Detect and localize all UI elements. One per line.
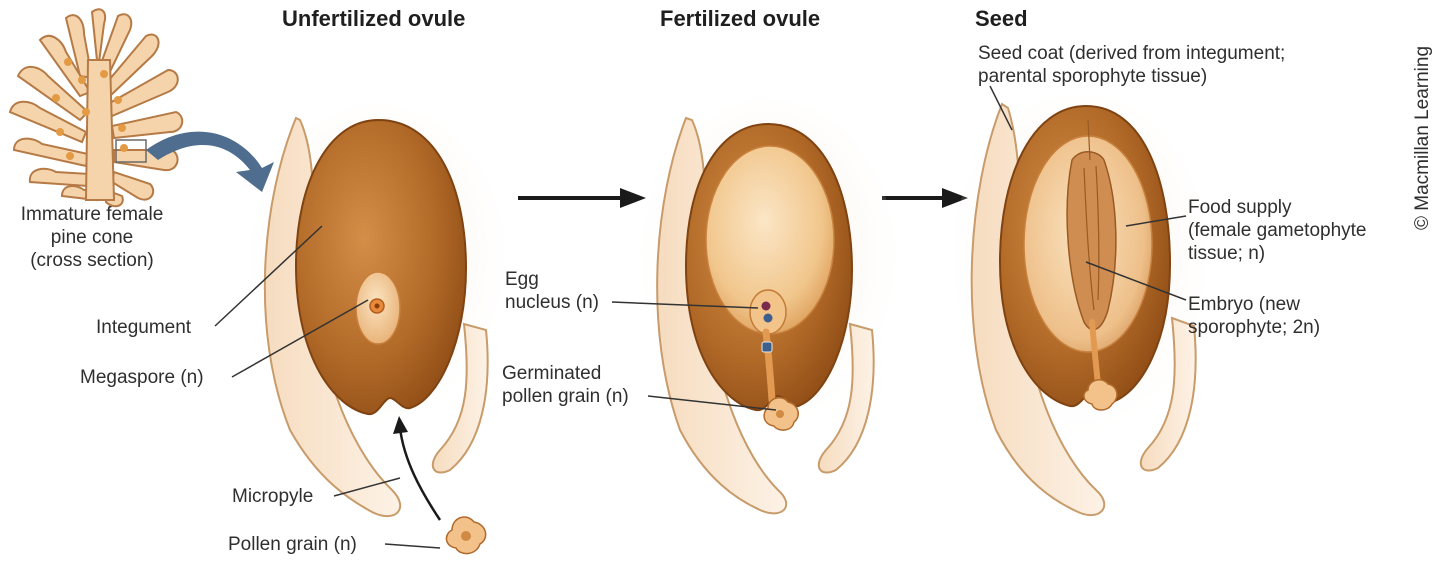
label-egg-line2: nucleus (n) bbox=[505, 292, 599, 313]
heading-unfertilized-ovule: Unfertilized ovule bbox=[282, 6, 466, 31]
label-embryo-line1: Embryo (new bbox=[1188, 294, 1300, 315]
label-germinated-line1: Germinated bbox=[502, 363, 602, 384]
pine-cone-cross-section bbox=[8, 8, 184, 208]
label-germinated-pollen: Germinated pollen grain (n) bbox=[502, 362, 629, 408]
label-seed-coat-line2: parental sporophyte tissue) bbox=[978, 66, 1208, 87]
label-pine-cone-line3: (cross section) bbox=[30, 250, 154, 271]
zoom-arrow bbox=[146, 131, 274, 192]
cone-scale-right bbox=[431, 322, 489, 474]
leader-lines bbox=[214, 85, 1187, 549]
label-pine-cone: Immature female pine cone (cross section… bbox=[4, 203, 180, 272]
label-germinated-line2: pollen grain (n) bbox=[502, 386, 629, 407]
egg-shape bbox=[749, 289, 787, 335]
integument-shape bbox=[294, 118, 468, 416]
heading-fertilized-ovule: Fertilized ovule bbox=[660, 6, 821, 31]
copyright-credit: © Macmillan Learning bbox=[1412, 45, 1433, 230]
heading-seed: Seed bbox=[975, 6, 1028, 31]
pollen-path-arrow bbox=[398, 427, 442, 521]
label-pollen-grain: Pollen grain (n) bbox=[228, 534, 357, 555]
label-pine-cone-line2: pine cone bbox=[50, 227, 134, 248]
label-food-line2: (female gametophyte bbox=[1188, 220, 1367, 241]
label-micropyle: Micropyle bbox=[232, 486, 314, 507]
label-food-line1: Food supply bbox=[1188, 197, 1292, 218]
label-megaspore: Megaspore (n) bbox=[80, 367, 204, 388]
unfertilized-ovule bbox=[248, 105, 508, 555]
label-seed-coat: Seed coat (derived from integument; pare… bbox=[978, 42, 1285, 88]
label-seed-coat-line1: Seed coat (derived from integument; bbox=[978, 43, 1286, 64]
label-embryo-line2: sporophyte; 2n) bbox=[1188, 317, 1321, 338]
label-embryo: Embryo (new sporophyte; 2n) bbox=[1188, 293, 1320, 339]
seed bbox=[950, 95, 1210, 517]
label-food-supply: Food supply (female gametophyte tissue; … bbox=[1188, 196, 1367, 265]
label-food-line3: tissue; n) bbox=[1188, 243, 1266, 264]
label-egg-nucleus: Egg nucleus (n) bbox=[505, 268, 599, 314]
label-integument: Integument bbox=[96, 317, 192, 338]
label-pine-cone-line1: Immature female bbox=[20, 204, 164, 225]
pollen-grain-shape bbox=[445, 516, 487, 555]
process-arrow-2 bbox=[882, 188, 968, 208]
label-egg-line1: Egg bbox=[505, 269, 539, 290]
embryo-shape bbox=[1066, 119, 1118, 411]
cone-zoom-box bbox=[115, 139, 147, 163]
fertilized-ovule bbox=[638, 100, 898, 515]
pollen-tube bbox=[762, 328, 776, 404]
process-arrow-1 bbox=[518, 188, 646, 208]
